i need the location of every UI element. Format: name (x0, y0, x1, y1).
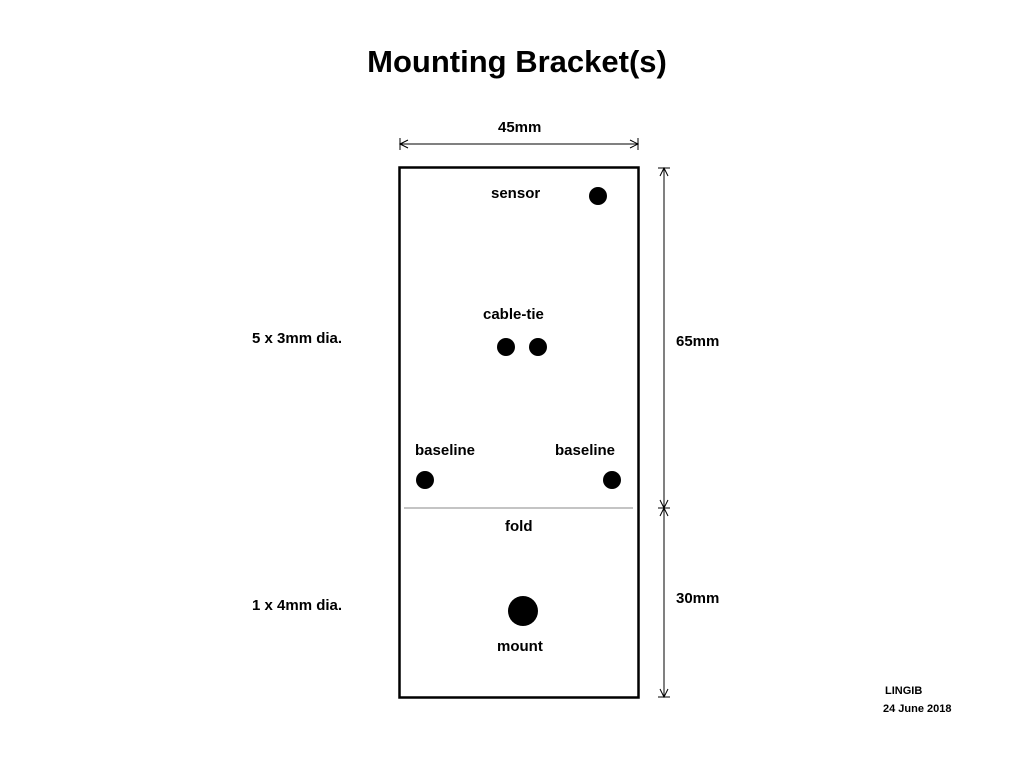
width-dimension-line (398, 138, 640, 150)
baseline-hole-left (416, 471, 434, 489)
baseline-label-left: baseline (415, 442, 476, 459)
bracket-outline (398, 166, 640, 699)
cable-tie-label: cable-tie (483, 306, 544, 323)
small-holes-spec: 5 x 3mm dia. (252, 330, 343, 347)
date-label: 24 June 2018 (883, 703, 952, 715)
lower-height-label: 30mm (676, 590, 720, 607)
sensor-hole (589, 187, 607, 205)
baseline-label-right: baseline (555, 442, 616, 459)
large-hole-spec: 1 x 4mm dia. (252, 597, 343, 614)
width-label: 45mm (498, 119, 542, 136)
diagram-title: Mounting Bracket(s) (367, 44, 667, 79)
mount-hole (508, 596, 538, 626)
baseline-hole-right (603, 471, 621, 489)
sensor-label: sensor (491, 185, 541, 202)
height-dimension-line (658, 166, 670, 699)
author-label: LINGIB (885, 685, 923, 697)
fold-label: fold (505, 518, 533, 535)
upper-height-label: 65mm (676, 333, 720, 350)
cable-tie-hole-left (497, 338, 515, 356)
cable-tie-hole-right (529, 338, 547, 356)
mount-label: mount (497, 638, 543, 655)
